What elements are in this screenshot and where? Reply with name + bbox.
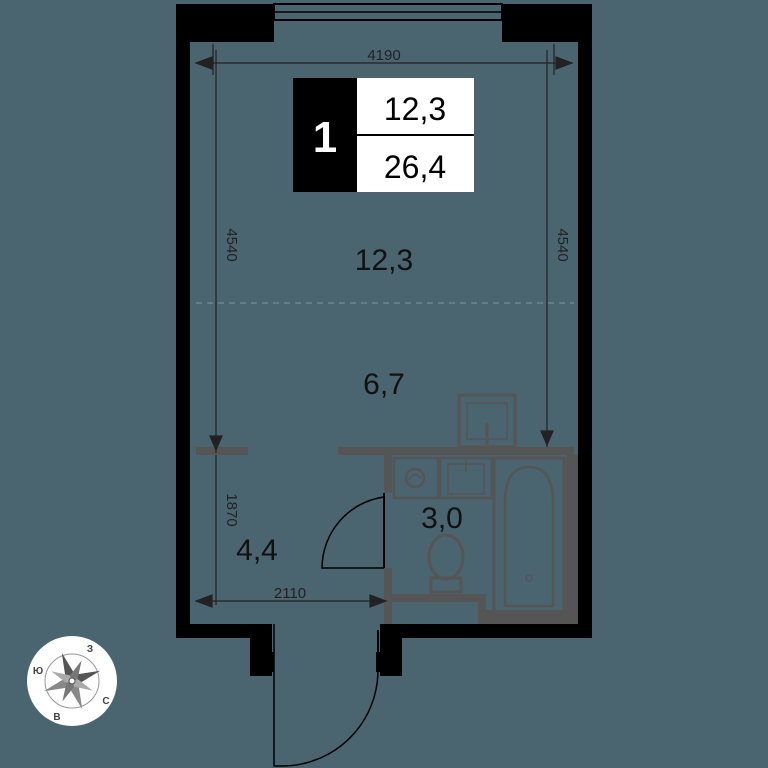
outer-walls [176, 4, 592, 676]
dim-left-height: 4540 [223, 228, 240, 261]
dim-right-height: 4540 [554, 228, 571, 261]
apartment-badge: 1 12,3 26,4 [293, 78, 474, 192]
badge-rooms-count: 1 [313, 113, 337, 162]
dim-top-width: 4190 [367, 47, 400, 64]
toilet [427, 533, 465, 594]
hallway-area: 4,4 [236, 534, 278, 567]
kitchen-area: 6,7 [363, 368, 405, 401]
dim-hall-width: 2110 [274, 585, 306, 602]
kitchen-sink [457, 393, 517, 449]
bathroom-fixtures [392, 456, 566, 614]
living-room-area: 12,3 [355, 244, 413, 277]
dim-hall-height: 1870 [223, 493, 240, 526]
compass-south: Ю [33, 666, 43, 677]
badge-total-area: 26,4 [384, 149, 446, 185]
inner-partitions [196, 447, 578, 624]
dimension-lines [194, 44, 574, 608]
doors [273, 493, 385, 767]
bathroom-area: 3,0 [421, 502, 463, 535]
compass-north: С [102, 696, 109, 707]
entrance-door [273, 624, 379, 767]
compass-east: В [53, 712, 60, 723]
bathtub [492, 456, 566, 614]
compass-icon: З С Ю В [27, 636, 117, 726]
washing-machine [392, 456, 440, 500]
compass-west: З [87, 644, 93, 655]
badge-living-area: 12,3 [384, 91, 446, 127]
bathroom-door [321, 493, 385, 569]
window [273, 3, 503, 21]
